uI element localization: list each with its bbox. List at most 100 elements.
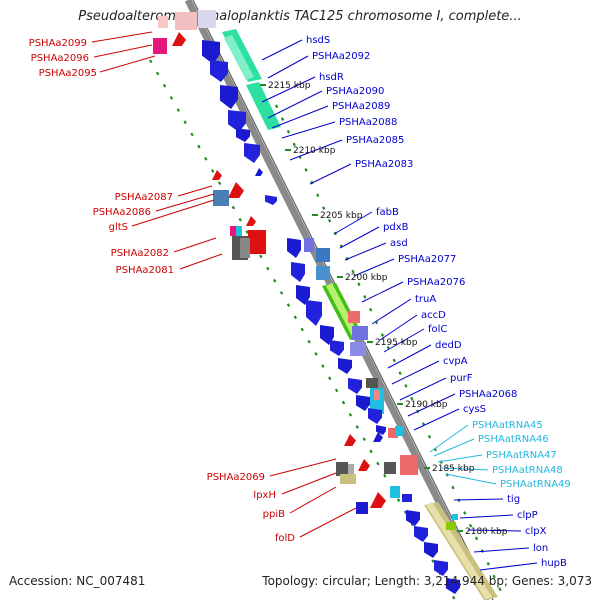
- gene-label-right: lon: [533, 543, 548, 554]
- gene-feature: [213, 190, 229, 206]
- gene-label-left: lpxH: [253, 490, 276, 501]
- gene-label-right: tig: [507, 494, 520, 505]
- gene-label-left: PSHAa2081: [116, 265, 174, 276]
- gene-label-left: PSHAa2099: [29, 38, 87, 49]
- gene-arrow: [330, 340, 344, 356]
- leader-line: [289, 139, 343, 161]
- scale-tick-label: 2210 kbp: [293, 146, 336, 156]
- gene-feature: [240, 238, 250, 258]
- leader-line: [441, 467, 489, 471]
- gene-arrow: [320, 325, 334, 345]
- gene-arrow: [296, 285, 310, 305]
- gene-arrow: [255, 168, 263, 176]
- scale-tick-label: 2205 kbp: [320, 211, 363, 221]
- gene-label-right: fabB: [376, 207, 399, 218]
- gene-feature: [395, 426, 403, 436]
- gene-label-right: cysS: [463, 404, 486, 415]
- gene-feature: [198, 10, 216, 28]
- leader-line: [177, 185, 213, 197]
- leader-line: [289, 486, 337, 514]
- leader-line: [479, 562, 538, 571]
- gene-feature: [336, 462, 348, 476]
- length-value: 3,214,944 bp;: [423, 574, 509, 588]
- gene-feature: [388, 428, 398, 438]
- gene-arrow: [368, 408, 382, 424]
- leader-line: [453, 498, 504, 501]
- gene-label-right: clpP: [517, 510, 538, 521]
- leader-line: [353, 258, 395, 277]
- gene-arrow: [344, 434, 356, 446]
- leader-line: [387, 344, 432, 369]
- gene-feature: [366, 378, 378, 388]
- gene-arrow: [244, 143, 260, 163]
- gene-label-right: PSHAa2089: [332, 101, 390, 112]
- gene-label-left: PSHAa2087: [115, 192, 173, 203]
- gene-label-right: accD: [421, 310, 446, 321]
- accession-info: Accession: NC_007481: [9, 574, 145, 588]
- leader-line: [155, 193, 215, 212]
- gene-label-right: pdxB: [383, 222, 409, 233]
- dotted-guide-right: [275, 104, 506, 600]
- accession-value: NC_007481: [76, 574, 146, 588]
- gene-label-right: PSHAa2076: [407, 277, 465, 288]
- leader-line: [309, 163, 352, 185]
- gene-arrow: [434, 560, 448, 576]
- topology-info: Topology: circular; Length: 3,214,944 bp…: [262, 574, 592, 588]
- leader-line: [93, 44, 153, 58]
- gene-arrow: [236, 128, 250, 142]
- leader-line: [383, 328, 425, 353]
- gene-feature: [402, 494, 412, 502]
- scale-tick-label: 2185 kbp: [432, 464, 475, 474]
- scale-tick-label: 2200 kbp: [345, 273, 388, 283]
- scale-tick-label: 2180 kbp: [465, 527, 508, 537]
- gene-label-left: PSHAa2095: [39, 68, 97, 79]
- gene-feature: [356, 502, 368, 514]
- gene-feature: [304, 238, 314, 252]
- gene-label-right: PSHAa2068: [459, 389, 517, 400]
- accession-label: Accession:: [9, 574, 73, 588]
- gene-label-right: PSHAa2077: [398, 254, 456, 265]
- leader-line: [269, 458, 337, 477]
- gene-arrow: [356, 395, 370, 411]
- gene-label-left: PSHAa2086: [93, 207, 151, 218]
- rna-label: PSHAatRNA45: [472, 420, 543, 431]
- gene-label-right: asd: [390, 238, 408, 249]
- gene-label-right: truA: [415, 294, 436, 305]
- gene-feature: [350, 342, 366, 356]
- leader-line: [271, 105, 329, 129]
- gene-arrow: [414, 526, 428, 542]
- gene-label-right: PSHAa2088: [339, 117, 397, 128]
- gene-label-left: PSHAa2082: [111, 248, 169, 259]
- leader-line: [391, 360, 440, 385]
- leader-line: [173, 237, 217, 253]
- gene-feature: [384, 462, 396, 474]
- gene-label-right: clpX: [525, 526, 547, 537]
- label-leaders: [91, 31, 538, 571]
- gene-arrow: [212, 170, 222, 180]
- leader-line: [437, 454, 483, 463]
- leader-line: [281, 121, 336, 139]
- leader-line: [473, 547, 530, 553]
- gene-labels: PSHAa2099PSHAa2096PSHAa2095PSHAa2087PSHA…: [29, 35, 571, 569]
- gene-feature: [153, 38, 167, 54]
- leader-line: [131, 199, 215, 227]
- rna-label: PSHAatRNA46: [478, 434, 549, 445]
- gene-arrow: [348, 378, 362, 394]
- gene-label-left: gltS: [109, 222, 128, 233]
- gene-band: [224, 35, 254, 80]
- gene-label-right: PSHAa2092: [312, 51, 370, 62]
- gene-feature: [230, 226, 238, 236]
- gene-arrow: [287, 238, 301, 258]
- leader-line: [333, 211, 373, 235]
- gene-arrow: [291, 262, 305, 282]
- gene-arrow: [358, 459, 370, 471]
- leader-line: [371, 298, 412, 325]
- gene-feature: [175, 12, 197, 30]
- genes-label: Genes:: [511, 574, 554, 588]
- gene-band: [426, 502, 492, 600]
- gene-label-right: cvpA: [443, 356, 468, 367]
- leader-line: [407, 393, 456, 417]
- gene-feature: [370, 388, 384, 414]
- leader-line: [413, 408, 460, 431]
